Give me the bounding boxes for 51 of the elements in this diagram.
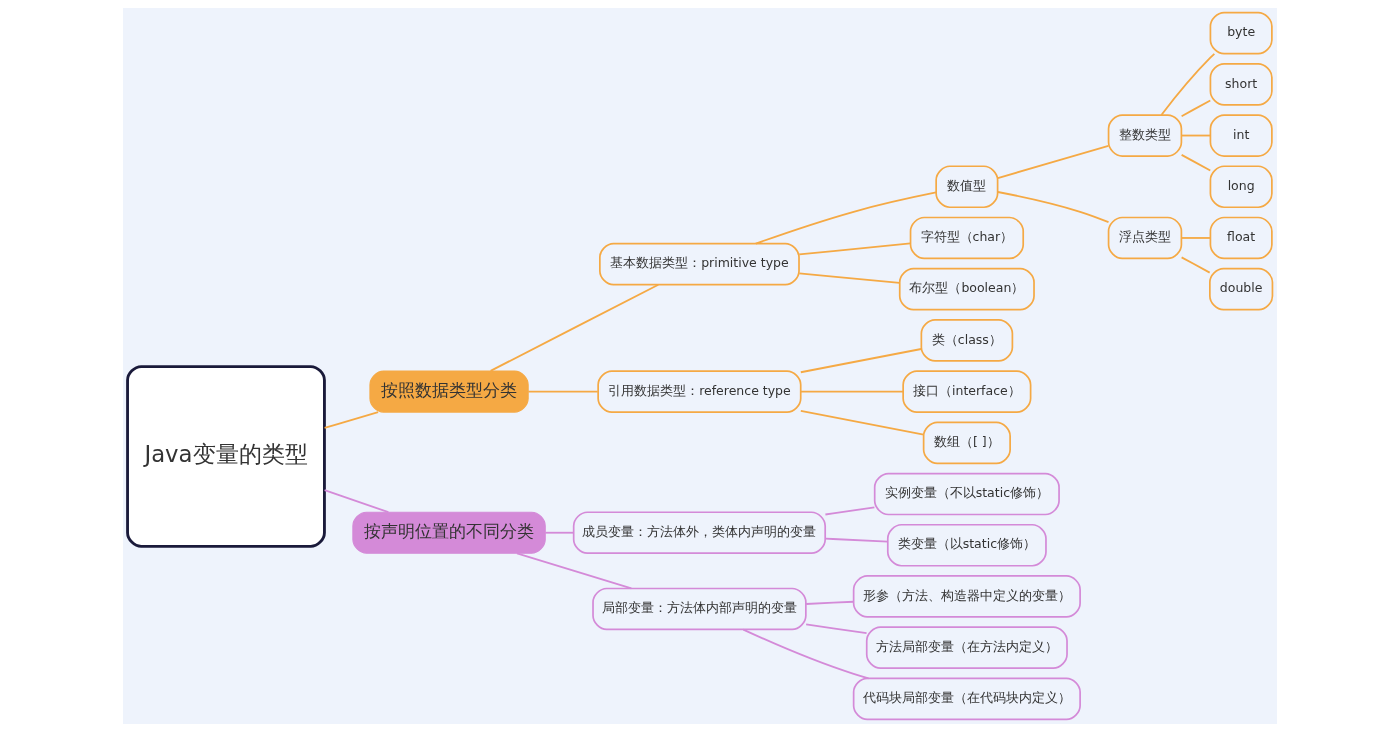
node-box: 形参（方法、构造器中定义的变量） — [852, 575, 1081, 618]
node-box: short — [1209, 63, 1273, 106]
connector — [1160, 52, 1216, 116]
node-box: 方法局部变量（在方法内定义） — [865, 626, 1068, 669]
node-box: 基本数据类型：primitive type — [599, 242, 800, 286]
node-box: byte — [1209, 11, 1273, 55]
connector — [799, 410, 925, 436]
connector — [323, 489, 390, 514]
connector — [824, 537, 889, 543]
node-box: 类变量（以static修饰） — [886, 523, 1047, 567]
connector — [489, 283, 660, 372]
node-box: double — [1209, 267, 1274, 311]
connector — [805, 623, 868, 635]
connector — [516, 552, 633, 590]
node-box: 引用数据类型：reference type — [597, 370, 802, 413]
connector — [1180, 99, 1212, 118]
connector — [824, 506, 876, 516]
connector — [996, 191, 1110, 224]
node-box: 接口（interface） — [902, 370, 1032, 413]
connector — [798, 242, 912, 256]
node-box: 数值型 — [935, 165, 999, 209]
node-box: 按声明位置的不同分类 — [352, 511, 546, 554]
connector — [527, 390, 599, 393]
connector — [805, 600, 855, 605]
connector — [1180, 256, 1211, 274]
connector — [1180, 154, 1212, 172]
connector — [754, 191, 937, 245]
node-box: Java变量的类型 — [126, 365, 326, 548]
node-box: 布尔型（boolean） — [898, 267, 1035, 311]
node-box: 整数类型 — [1107, 114, 1183, 157]
node-box: 字符型（char） — [909, 216, 1025, 260]
connector — [798, 272, 901, 284]
node-box: 数组（[ ]） — [922, 421, 1011, 465]
connector — [799, 390, 904, 393]
connector — [742, 628, 870, 680]
node-box: 按照数据类型分类 — [369, 370, 529, 413]
connector — [1180, 134, 1212, 137]
node-box: float — [1209, 216, 1273, 260]
node-box: 浮点类型 — [1107, 216, 1183, 260]
node-box: long — [1209, 165, 1273, 209]
connector — [996, 144, 1110, 179]
connector — [799, 348, 923, 374]
node-box: int — [1209, 114, 1273, 157]
connector — [1180, 237, 1212, 239]
node-box: 代码块局部变量（在代码块内定义） — [852, 677, 1081, 721]
connector — [323, 411, 380, 429]
node-box: 实例变量（不以static修饰） — [873, 472, 1060, 516]
connector — [544, 531, 575, 534]
node-box: 类（class） — [920, 319, 1014, 362]
node-box: 成员变量：方法体外，类体内声明的变量 — [572, 511, 827, 555]
node-box: 局部变量：方法体内部声明的变量 — [592, 587, 807, 631]
